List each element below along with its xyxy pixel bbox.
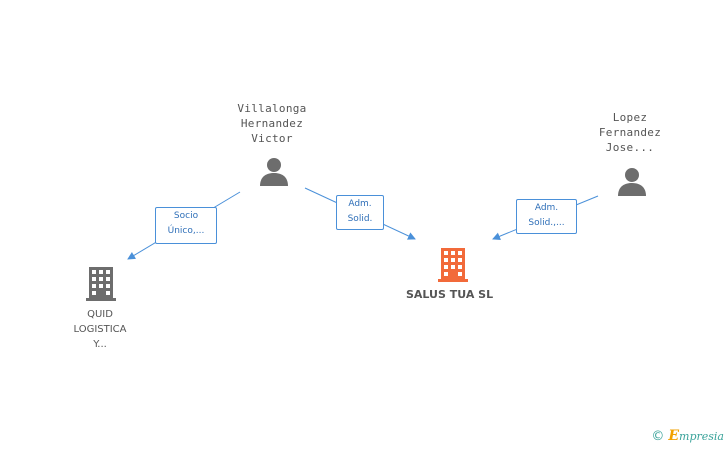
person-name-lopez[interactable]: Lopez Fernandez Jose... bbox=[598, 111, 662, 154]
company-name-salus[interactable]: SALUS TUA SL bbox=[406, 288, 494, 301]
edge-label-adm-solid[interactable]: Adm. Solid. bbox=[336, 195, 384, 230]
edge-label-adm-solid-2[interactable]: Adm. Solid.,... bbox=[516, 199, 577, 234]
person-icon[interactable] bbox=[617, 166, 647, 196]
edge-label-socio[interactable]: Socio Único,... bbox=[155, 207, 217, 244]
copyright-icon: © bbox=[651, 428, 665, 444]
person-icon[interactable] bbox=[259, 156, 289, 186]
building-icon[interactable] bbox=[438, 248, 468, 282]
person-name-villalonga[interactable]: Villalonga Hernandez Victor bbox=[237, 102, 307, 145]
brand-footer: © Empresia bbox=[651, 428, 724, 444]
company-name-quid[interactable]: QUID LOGISTICA Y... bbox=[73, 309, 127, 350]
brand-logo[interactable]: Empresia bbox=[668, 428, 724, 444]
building-icon[interactable] bbox=[86, 267, 116, 301]
